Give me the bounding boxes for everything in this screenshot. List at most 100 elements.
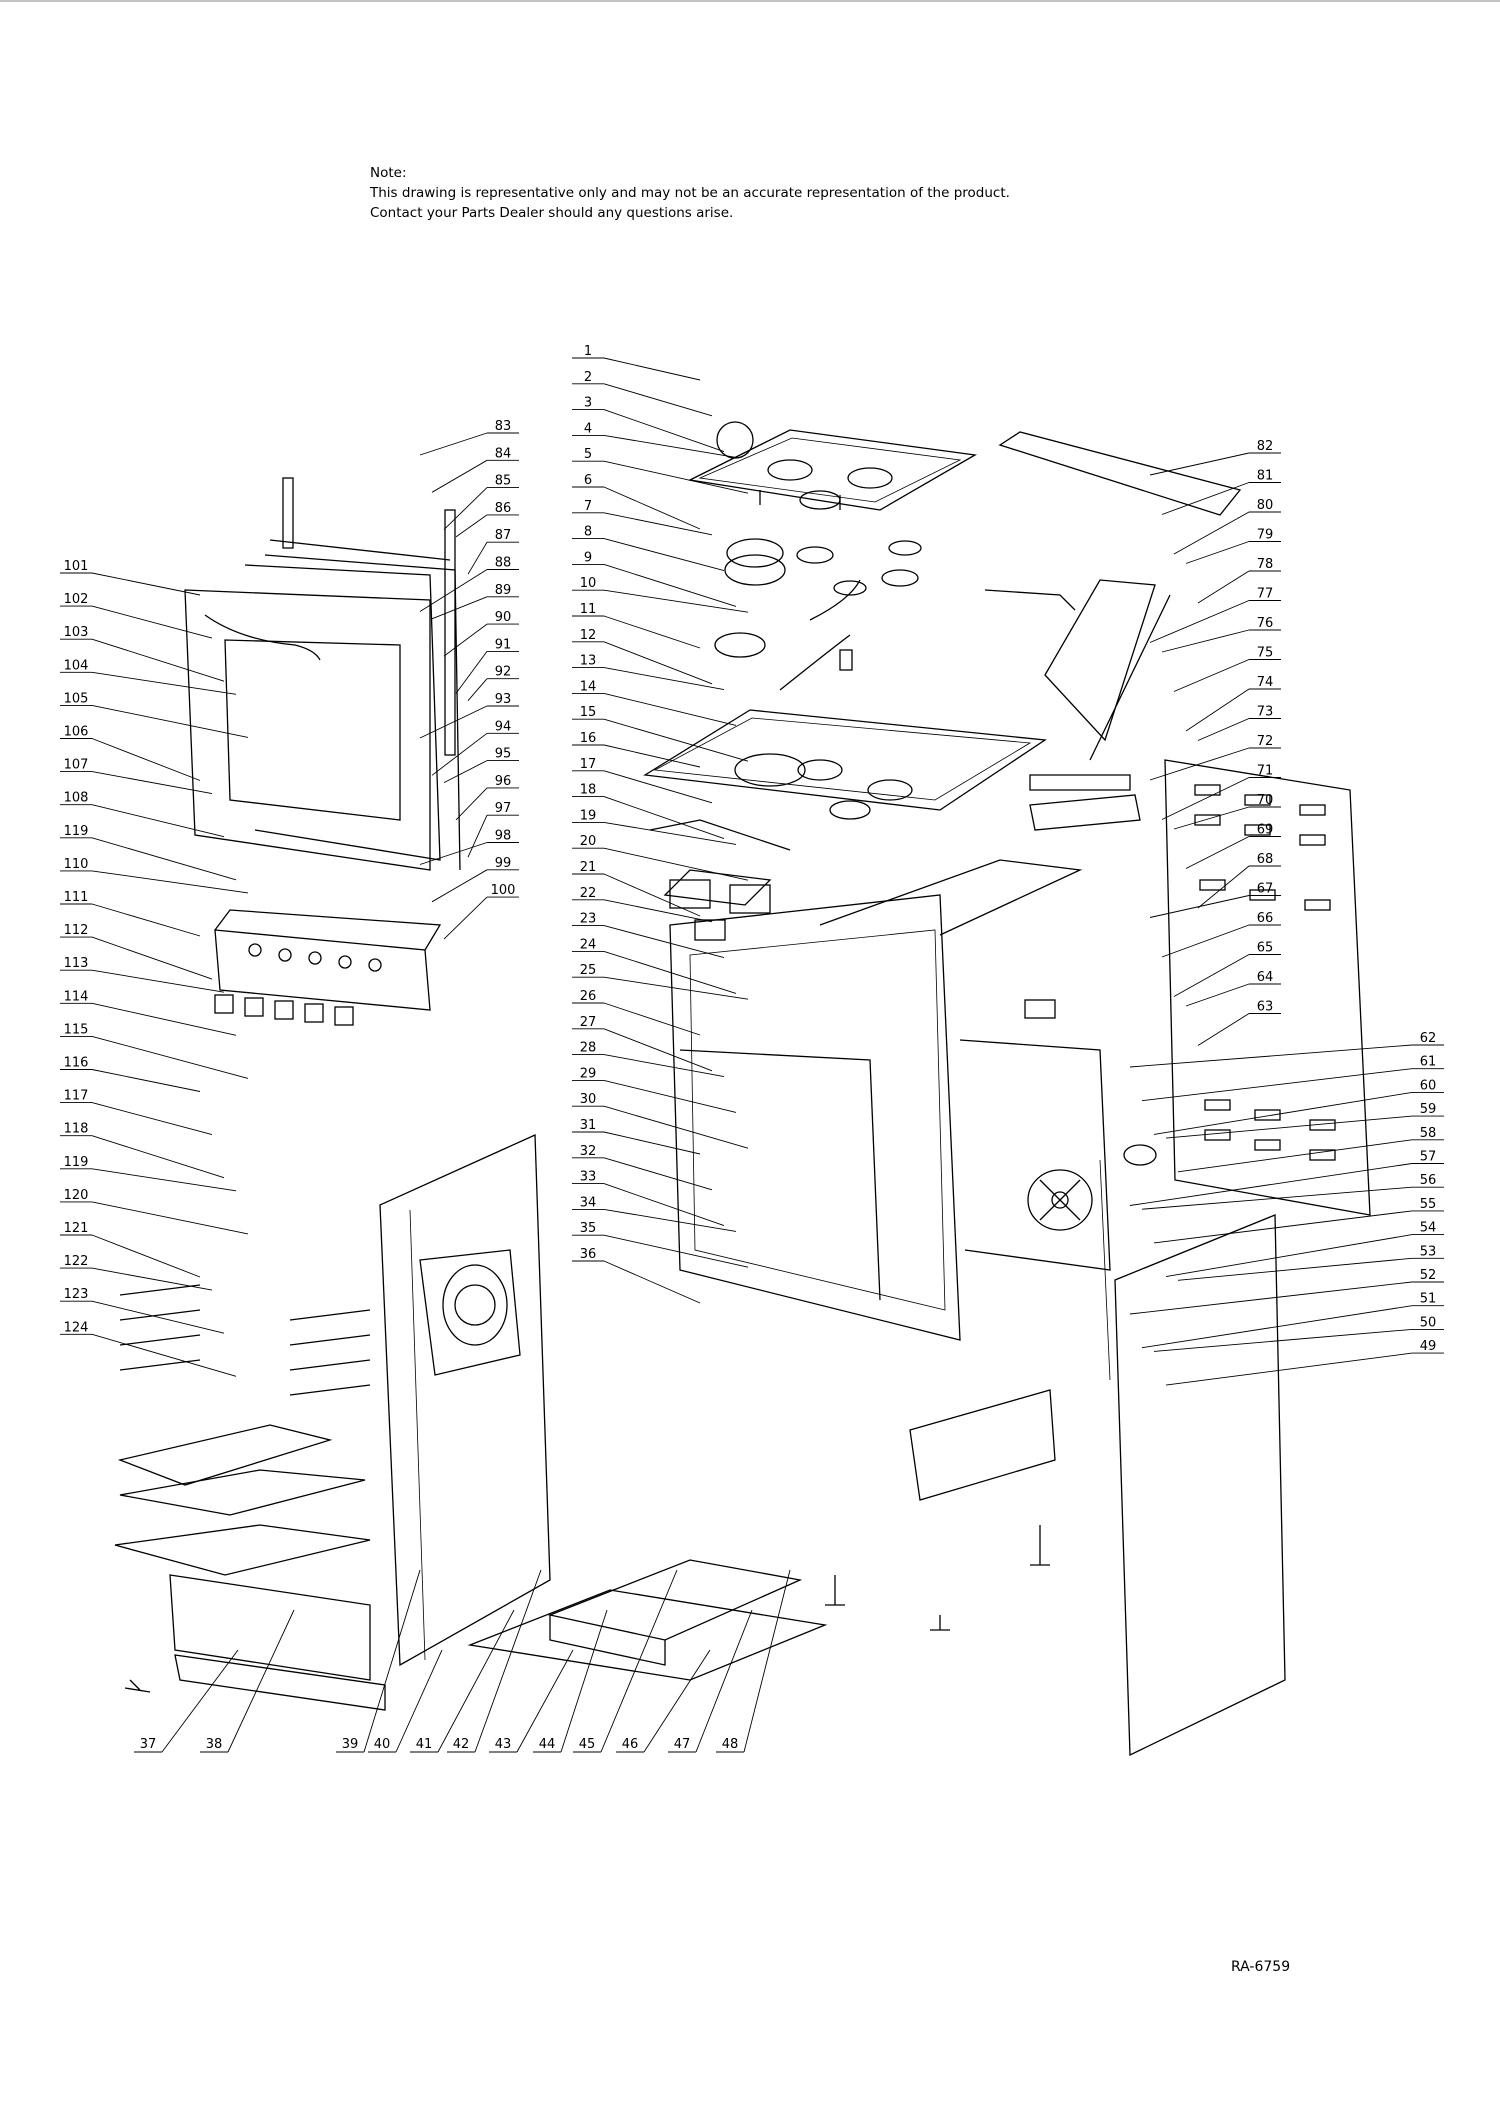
- leader-line-30-to-part: [603, 1105, 749, 1149]
- part-label-86: 86: [495, 501, 512, 516]
- leader-line-103-to-part: [91, 638, 225, 682]
- part-label-64: 64: [1257, 970, 1274, 985]
- part-label-79: 79: [1257, 528, 1274, 543]
- leader-line-49-to-part: [1165, 1352, 1413, 1386]
- leader-line-97-to-part: [467, 815, 488, 858]
- part-label-16: 16: [580, 731, 597, 746]
- part-label-53: 53: [1420, 1244, 1437, 1259]
- part-label-61: 61: [1420, 1055, 1437, 1070]
- part-label-120: 120: [64, 1188, 89, 1203]
- leader-line-46-to-part: [643, 1649, 711, 1753]
- drawing-code: RA-6759: [1231, 1959, 1291, 1975]
- leader-line-121-to-part: [91, 1234, 201, 1278]
- leader-line-44-to-part: [560, 1609, 608, 1753]
- part-labels: 8384858687888990919293949596979899100101…: [64, 344, 1437, 1752]
- leader-line-76-to-part: [1161, 629, 1250, 653]
- part-label-40: 40: [374, 1737, 391, 1752]
- rear-trim: [984, 431, 1242, 831]
- leader-line-96-to-part: [455, 787, 488, 821]
- part-label-14: 14: [580, 679, 597, 694]
- leader-line-36-to-part: [603, 1260, 701, 1304]
- part-label-42: 42: [453, 1737, 470, 1752]
- part-label-62: 62: [1420, 1031, 1437, 1046]
- leader-line-60-to-part: [1153, 1091, 1413, 1135]
- part-label-39: 39: [342, 1737, 359, 1752]
- leader-line-2-to-part: [603, 383, 713, 417]
- leader-line-25-to-part: [603, 976, 749, 1000]
- part-label-87: 87: [495, 528, 512, 543]
- part-label-75: 75: [1257, 646, 1274, 661]
- part-label-2: 2: [584, 370, 592, 385]
- leader-line-115-to-part: [91, 1035, 249, 1079]
- control-panel: [214, 909, 442, 1026]
- leader-line-84-to-part: [431, 459, 488, 493]
- part-label-123: 123: [64, 1287, 89, 1302]
- warming-drawer: [169, 1389, 1056, 1711]
- part-label-94: 94: [495, 719, 512, 734]
- part-label-30: 30: [580, 1092, 597, 1107]
- part-label-13: 13: [580, 654, 597, 669]
- part-label-3: 3: [584, 396, 592, 411]
- leader-line-116-to-part: [91, 1069, 201, 1092]
- part-label-77: 77: [1257, 587, 1274, 602]
- leader-line-110-to-part: [91, 870, 249, 894]
- part-label-117: 117: [64, 1089, 89, 1104]
- part-label-41: 41: [416, 1737, 433, 1752]
- part-label-45: 45: [579, 1737, 596, 1752]
- leader-line-15-to-part: [603, 718, 749, 762]
- drawing-linework: [114, 421, 1371, 1757]
- leader-line-22-to-part: [603, 899, 713, 923]
- leader-line-74-to-part: [1185, 688, 1250, 732]
- part-label-55: 55: [1420, 1197, 1437, 1212]
- part-label-72: 72: [1257, 734, 1274, 749]
- leader-line-53-to-part: [1177, 1257, 1413, 1281]
- leader-line-51-to-part: [1141, 1305, 1413, 1349]
- leader-line-24-to-part: [603, 950, 737, 994]
- leader-line-37-to-part: [161, 1649, 239, 1753]
- leader-line-6-to-part: [603, 486, 701, 530]
- leader-line-41-to-part: [437, 1609, 515, 1753]
- part-label-26: 26: [580, 989, 597, 1004]
- part-label-92: 92: [495, 665, 512, 680]
- part-label-59: 59: [1420, 1102, 1437, 1117]
- part-label-101: 101: [64, 559, 89, 574]
- leader-line-100-to-part: [443, 896, 488, 940]
- part-label-9: 9: [584, 550, 592, 565]
- leader-line-73-to-part: [1197, 718, 1250, 741]
- part-label-47: 47: [674, 1737, 691, 1752]
- left-side-panel: [379, 1134, 551, 1667]
- part-label-24: 24: [580, 937, 597, 952]
- leader-line-106-to-part: [91, 738, 201, 781]
- leader-line-82-to-part: [1149, 452, 1250, 476]
- hob-pan: [643, 709, 1047, 820]
- leader-line-65-to-part: [1173, 954, 1250, 997]
- rear-panel: [1164, 759, 1371, 1216]
- part-label-89: 89: [495, 583, 512, 598]
- leader-line-78-to-part: [1197, 570, 1250, 604]
- leader-line-118-to-part: [91, 1135, 225, 1179]
- leader-line-83-to-part: [419, 432, 488, 456]
- leader-line-4-to-part: [603, 434, 737, 458]
- note-block: Note: This drawing is representative onl…: [370, 163, 1010, 223]
- part-label-83: 83: [495, 419, 512, 434]
- leader-line-98-to-part: [419, 842, 488, 865]
- leader-line-17-to-part: [603, 770, 713, 804]
- part-label-50: 50: [1420, 1315, 1437, 1330]
- part-label-35: 35: [580, 1221, 597, 1236]
- part-label-1: 1: [584, 344, 592, 359]
- part-label-7: 7: [584, 499, 592, 514]
- part-label-70: 70: [1257, 793, 1274, 808]
- part-label-31: 31: [580, 1118, 597, 1133]
- part-label-111: 111: [64, 890, 89, 905]
- leader-line-99-to-part: [431, 869, 488, 903]
- part-label-73: 73: [1257, 705, 1274, 720]
- part-label-119: 119: [64, 824, 89, 839]
- leader-line-80-to-part: [1173, 511, 1250, 555]
- leader-line-27-to-part: [603, 1028, 713, 1072]
- part-label-25: 25: [580, 963, 597, 978]
- leader-line-112-to-part: [91, 936, 213, 980]
- part-label-122: 122: [64, 1254, 89, 1269]
- leader-line-56-to-part: [1141, 1186, 1413, 1210]
- leader-line-3-to-part: [603, 409, 725, 453]
